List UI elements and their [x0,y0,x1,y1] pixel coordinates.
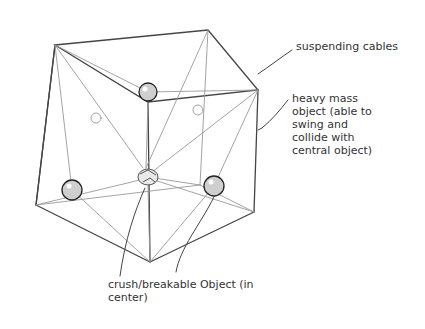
cable [55,45,143,168]
cable [148,90,258,92]
leader-line [262,100,288,128]
central-object [138,169,158,185]
leader-line [120,188,145,276]
faint-ball [91,113,101,123]
heavy-ball [62,83,224,200]
cable [55,45,148,92]
cube-edge [36,205,150,262]
leader-line [176,197,214,272]
cable [150,186,214,262]
faint-ball [193,105,203,115]
handwritten-note: suspending cables [296,40,416,53]
cube-edge [36,45,55,205]
cube-edge [36,45,55,205]
cube-edge [150,212,254,262]
cable [152,90,258,172]
cube-top-face [55,30,258,102]
cable [148,186,150,262]
hidden-edge [200,30,208,185]
leader-line [258,128,262,130]
cable [146,102,148,168]
cable [36,180,140,205]
handwritten-note: crush/breakable Object (in center) [108,278,258,304]
leader-line [258,50,292,74]
cable [72,190,150,262]
handwritten-note: heavy mass object (able to swing and col… [292,92,382,157]
cable [154,178,200,185]
cable [55,45,72,190]
cable [214,90,258,186]
cube-edge [254,90,258,212]
cable [146,30,208,168]
hidden-edge [36,185,200,205]
